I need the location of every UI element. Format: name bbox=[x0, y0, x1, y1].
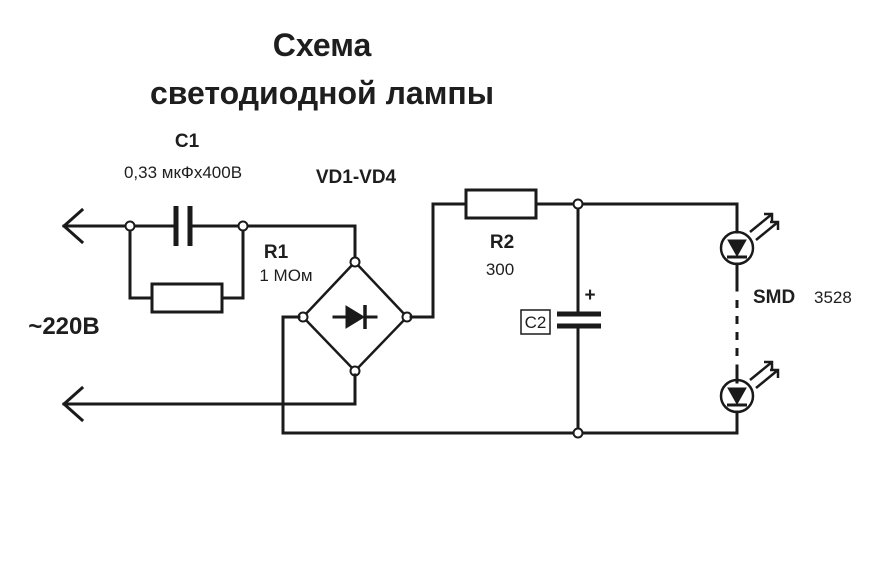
r1-value-label: 1 МОм bbox=[259, 266, 312, 285]
bridge-rectifier bbox=[301, 260, 409, 373]
leds-name-label: SMD bbox=[753, 287, 795, 308]
resistor-r2 bbox=[464, 188, 538, 220]
led-top bbox=[719, 212, 780, 266]
wire-positive-rail bbox=[409, 202, 739, 319]
wire-input-bottom bbox=[62, 373, 357, 406]
c2-name-label: C2 bbox=[525, 313, 547, 332]
wire-input-top bbox=[62, 224, 357, 260]
resistor-r1 bbox=[150, 282, 224, 314]
c2-name-box: C2 bbox=[520, 309, 551, 335]
c2-polarity-mark: + bbox=[584, 285, 595, 306]
capacitor-c1 bbox=[173, 206, 193, 246]
title-line-2: светодиодной лампы bbox=[150, 75, 494, 111]
junction-dot bbox=[237, 220, 249, 232]
junction-dot bbox=[124, 220, 136, 232]
wire-negative-rail bbox=[281, 315, 739, 435]
r2-name-label: R2 bbox=[490, 232, 514, 253]
leds-value-label: 3528 bbox=[814, 288, 852, 307]
junction-dot bbox=[349, 256, 361, 268]
c1-name-label: C1 bbox=[175, 131, 200, 152]
junction-dot bbox=[572, 198, 584, 210]
resistor-r1-branch bbox=[128, 224, 245, 300]
input-voltage-label: ~220В bbox=[28, 313, 99, 340]
r1-name-label: R1 bbox=[264, 242, 289, 263]
r2-value-label: 300 bbox=[486, 260, 514, 279]
title-line-1: Схема bbox=[273, 27, 372, 63]
led-bottom bbox=[719, 360, 780, 414]
c1-value-label: 0,33 мкФх400В bbox=[124, 163, 242, 182]
capacitor-c2 bbox=[557, 202, 601, 435]
junction-dot bbox=[572, 427, 584, 439]
bridge-name-label: VD1-VD4 bbox=[316, 167, 397, 188]
